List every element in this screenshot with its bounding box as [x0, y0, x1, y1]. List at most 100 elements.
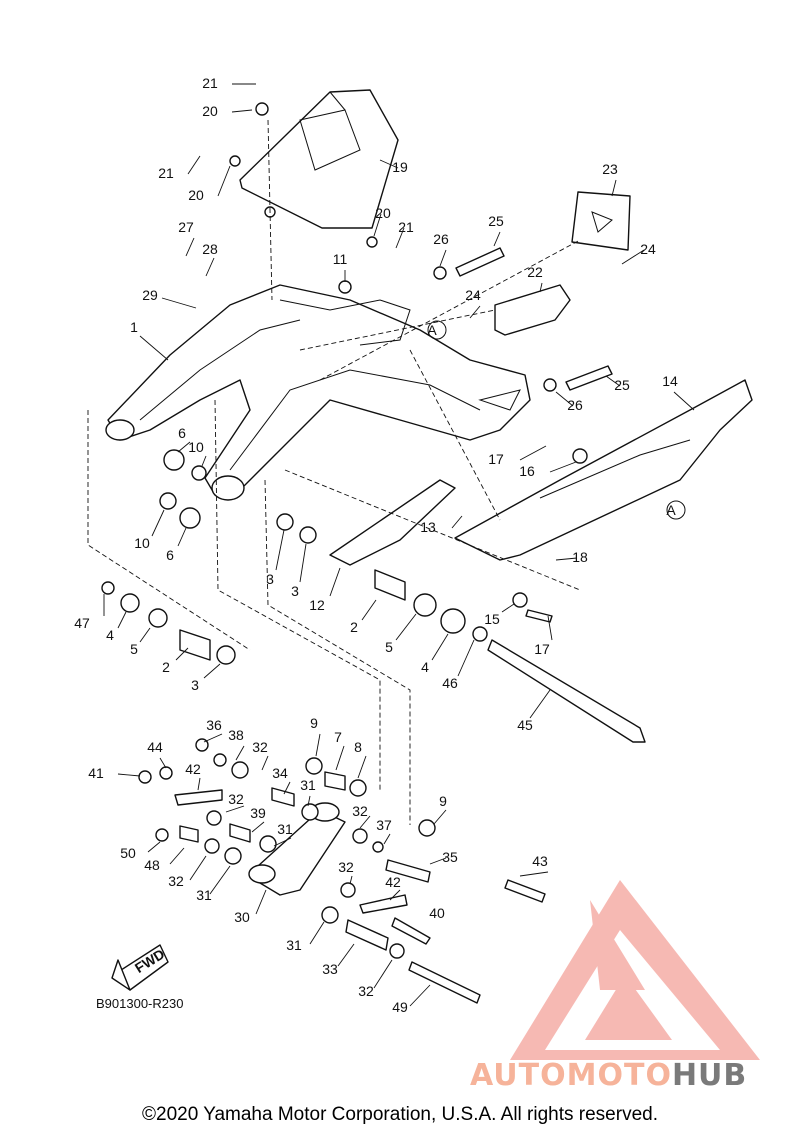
leader-line [231, 109, 253, 113]
leader-line [429, 857, 447, 865]
leader-line [139, 627, 151, 643]
callout-43: 43 [532, 853, 548, 869]
bolt-group [385, 247, 613, 1004]
leader-line [307, 795, 311, 807]
connecting-rod [174, 789, 408, 914]
leader-line [519, 445, 547, 461]
leader-line [185, 237, 195, 257]
rear-fender-cover [239, 89, 399, 229]
callout-23: 23 [602, 161, 618, 177]
callout-42: 42 [385, 874, 401, 890]
callout-9: 9 [439, 793, 447, 809]
leader-line [469, 305, 481, 319]
diagram-code: B901300-R230 [96, 996, 184, 1011]
callout-35: 35 [442, 849, 458, 865]
callout-25: 25 [488, 213, 504, 229]
callout-3: 3 [266, 571, 274, 587]
leader-line [555, 391, 574, 407]
swingarm [105, 284, 531, 501]
leader-line [251, 821, 265, 833]
watermark-logo-icon [510, 880, 760, 1060]
leader-line [373, 959, 393, 989]
leader-line [205, 257, 215, 277]
callout-21: 21 [202, 75, 218, 91]
leader-line [201, 455, 207, 467]
leader-line [329, 567, 341, 597]
leader-line [451, 515, 463, 529]
reference-marker-a [427, 320, 686, 520]
callout-19: 19 [392, 159, 408, 175]
leader-line [203, 663, 221, 679]
callout-31: 31 [300, 777, 316, 793]
callout-7: 7 [334, 729, 342, 745]
callout-31: 31 [277, 821, 293, 837]
leader-line [395, 227, 405, 249]
callout-5: 5 [130, 641, 138, 657]
callout-8: 8 [354, 739, 362, 755]
leader-line [395, 613, 417, 641]
leader-line [139, 335, 169, 361]
callout-21: 21 [398, 219, 414, 235]
leader-line [409, 984, 431, 1007]
callout-11: 11 [333, 251, 348, 267]
leader-line [605, 375, 621, 387]
callout-a: A [666, 502, 676, 518]
leader-line [273, 837, 292, 847]
pivot-shaft [487, 639, 646, 743]
callout-17: 17 [534, 641, 550, 657]
chain-slider [329, 479, 456, 566]
leader-line [439, 249, 447, 267]
callout-4: 4 [106, 627, 114, 643]
leader-line [501, 603, 515, 613]
leader-line [373, 213, 382, 237]
callout-4: 4 [421, 659, 429, 675]
leader-line [189, 855, 207, 881]
leader-line [431, 633, 449, 661]
callout-29: 29 [142, 287, 158, 303]
leader-line [519, 871, 549, 877]
watermark-brand-part2: HUB [671, 1058, 748, 1093]
leader-line [379, 159, 399, 169]
callout-20: 20 [375, 205, 391, 221]
callout-41: 41 [88, 765, 104, 781]
callout-44: 44 [147, 739, 163, 755]
leader-line [283, 781, 291, 795]
leader-line [117, 611, 127, 629]
callout-13: 13 [420, 519, 436, 535]
callout-49: 49 [392, 999, 408, 1015]
callout-32: 32 [352, 803, 368, 819]
callout-30: 30 [234, 909, 250, 925]
leader-line [361, 599, 377, 621]
leader-line [611, 179, 617, 197]
callout-16: 16 [519, 463, 535, 479]
relay-arm [248, 802, 346, 896]
leader-line [225, 805, 245, 813]
callout-26: 26 [567, 397, 583, 413]
leader-line [203, 733, 223, 743]
callout-31: 31 [286, 937, 302, 953]
callout-17: 17 [488, 451, 504, 467]
callout-5: 5 [385, 639, 393, 655]
bracket [494, 284, 571, 336]
callout-2: 2 [350, 619, 358, 635]
leader-line [175, 647, 189, 661]
callout-9: 9 [310, 715, 318, 731]
callout-34: 34 [272, 765, 288, 781]
leader-line [335, 745, 345, 771]
callout-33: 33 [322, 961, 338, 977]
leader-line [255, 889, 267, 915]
callout-21: 21 [158, 165, 174, 181]
leader-line [159, 757, 167, 769]
callout-14: 14 [662, 373, 678, 389]
callout-22: 22 [527, 264, 543, 280]
leader-line [309, 921, 325, 945]
leader-line [349, 875, 353, 885]
callout-36: 36 [206, 717, 222, 733]
callout-45: 45 [517, 717, 533, 733]
bearing-bushing-group [101, 102, 588, 959]
leader-line [197, 777, 201, 791]
callout-a: A [427, 322, 437, 338]
leader-line [529, 689, 551, 719]
callout-6: 6 [166, 547, 174, 563]
